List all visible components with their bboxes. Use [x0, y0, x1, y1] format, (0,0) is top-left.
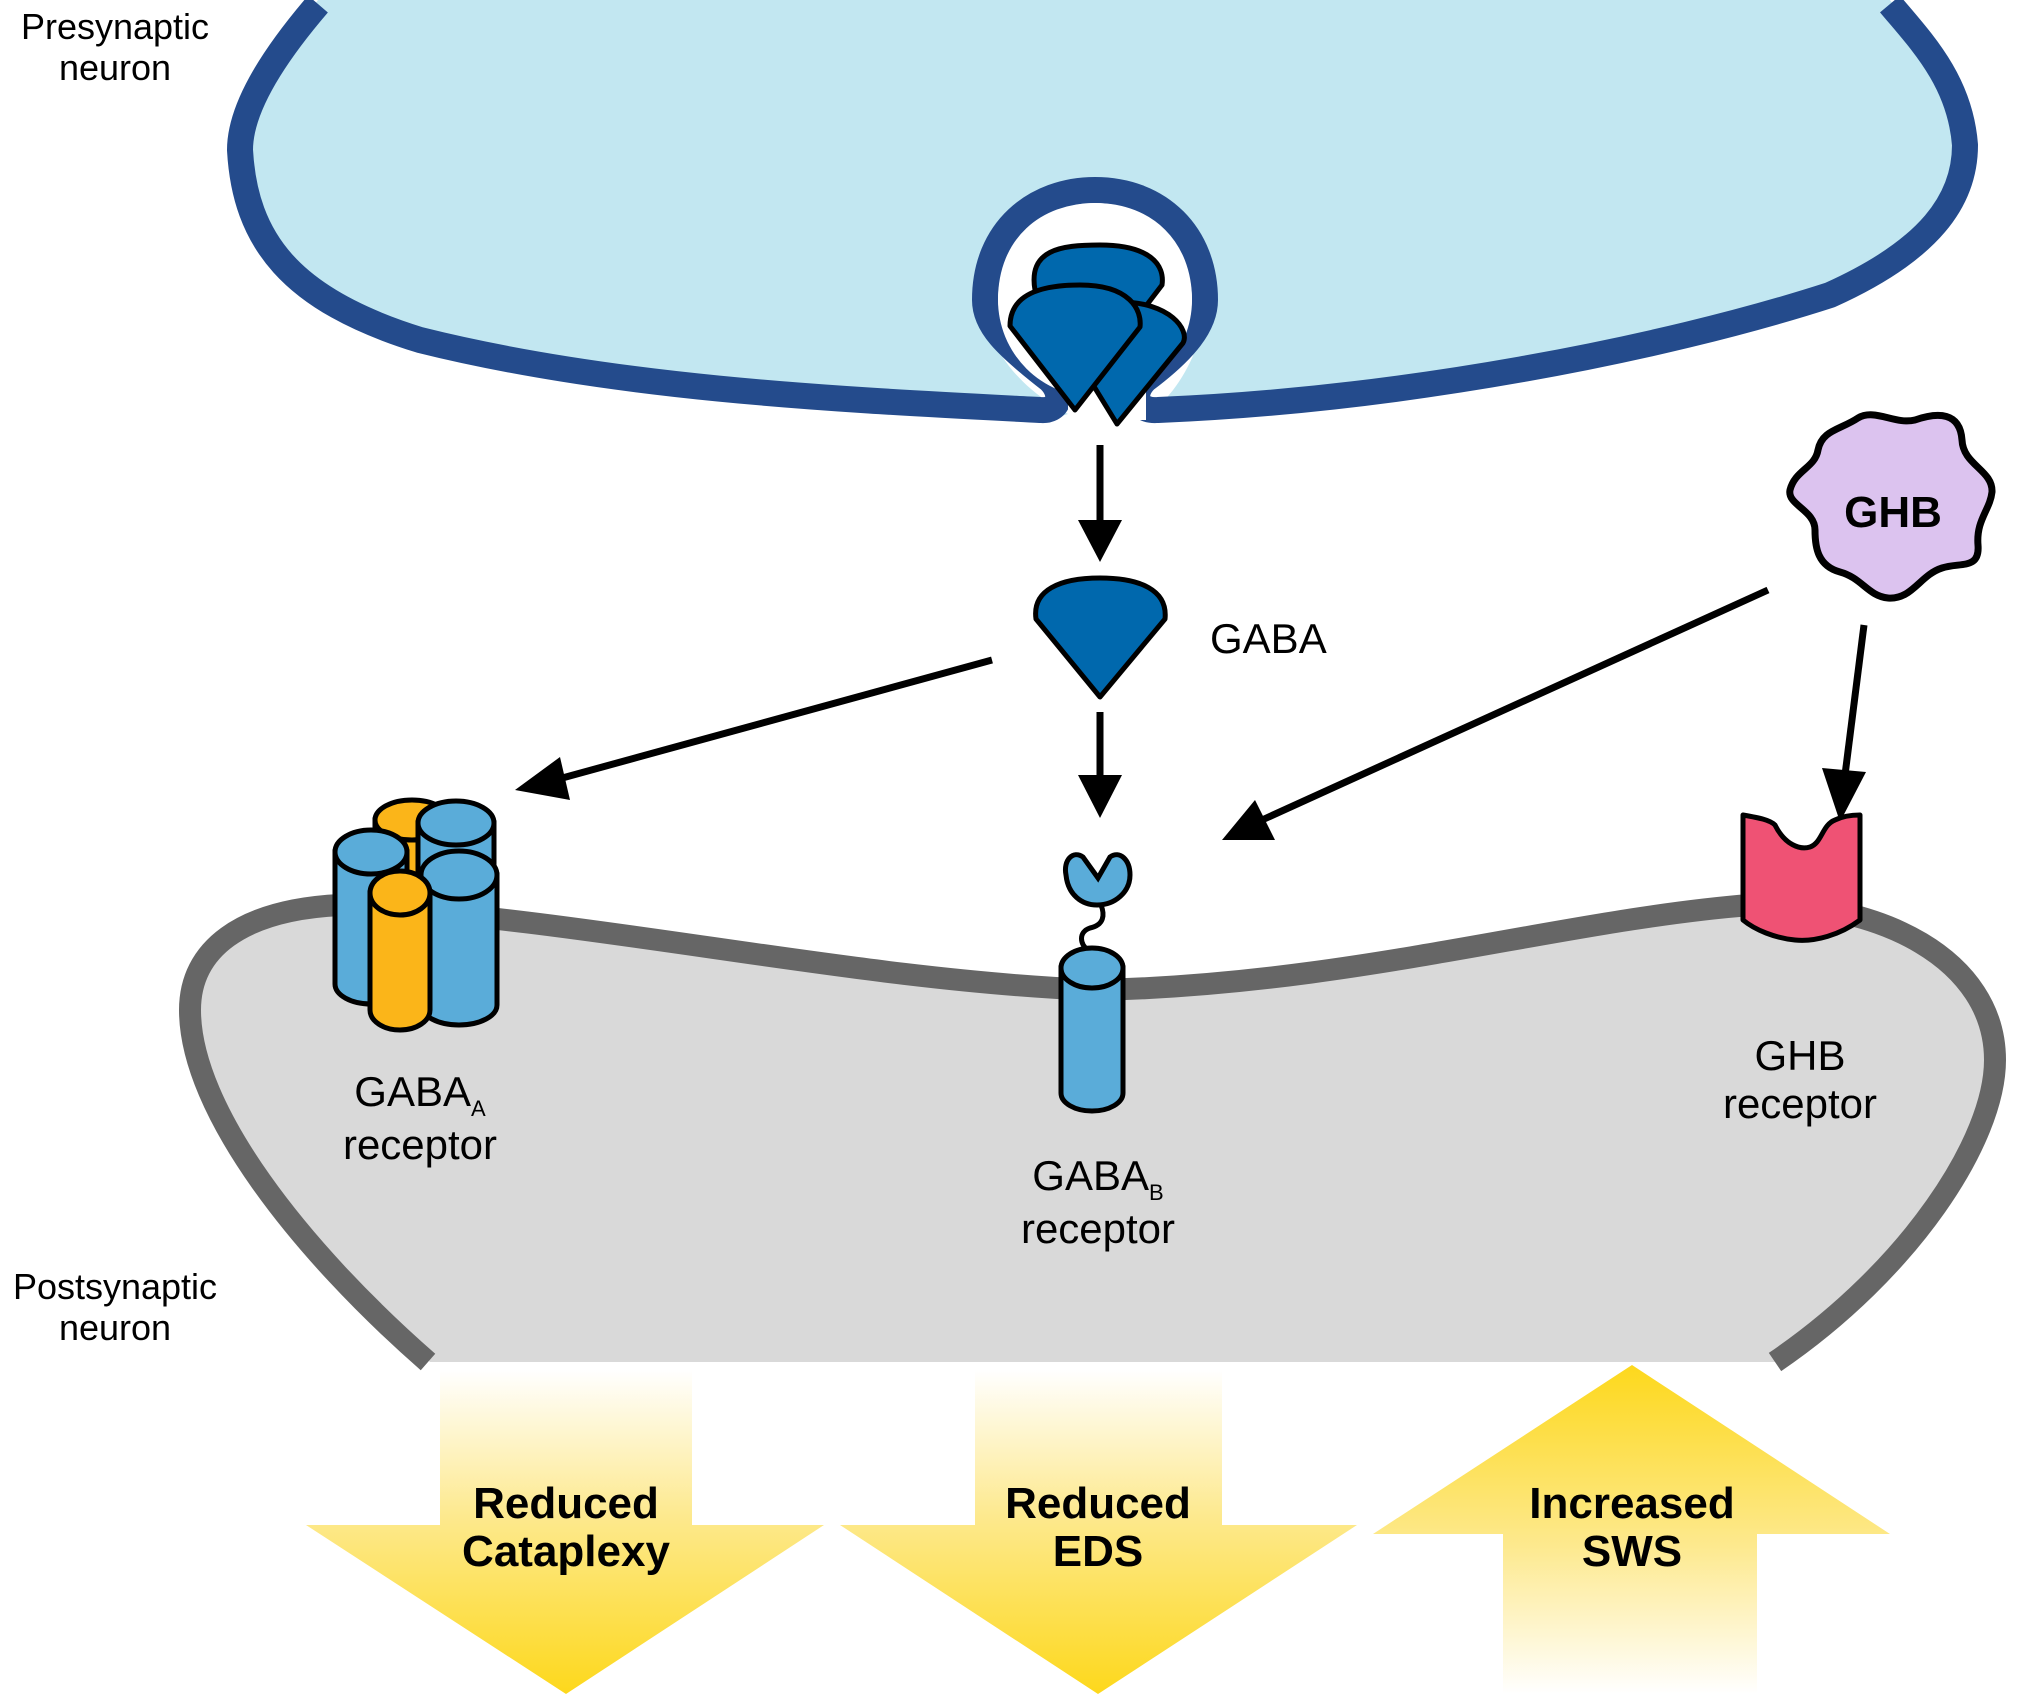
gabaa-name: GABA: [354, 1068, 472, 1115]
gaba-label: GABA: [1210, 615, 1327, 662]
effect-cataplexy-line1: Reduced: [473, 1479, 659, 1528]
gabab-receptor: [1058, 852, 1133, 1114]
ghb-receptor: [1740, 812, 1863, 943]
gabab-name: GABA: [1032, 1152, 1150, 1199]
arrow-gaba-to-gabaa: [515, 656, 993, 800]
postsynaptic-label-line1: Postsynaptic: [12, 1266, 218, 1307]
postsynaptic-label: Postsynaptic neuron: [0, 1266, 230, 1349]
arrow-ghb-to-ghb-receptor: [1822, 624, 1868, 822]
arrow-vesicle-to-gaba: [1078, 445, 1122, 562]
gabaa-subscript: A: [471, 1096, 486, 1121]
presynaptic-label-line1: Presynaptic: [20, 6, 210, 47]
effect-arrow-eds: [840, 1370, 1357, 1694]
arrow-ghb-to-gabab: [1222, 586, 1770, 840]
gabaa-receptor-label: GABAA receptor: [260, 1068, 580, 1170]
effect-eds-line2: EDS: [1052, 1527, 1144, 1577]
gabab-receptor-label: GABAB receptor: [938, 1152, 1258, 1254]
presynaptic-neuron: [227, 0, 1978, 427]
effect-arrow-sws: [1373, 1365, 1890, 1694]
gabaa-subunit-front-orange: [367, 868, 433, 1033]
presynaptic-label-line2: neuron: [58, 47, 172, 89]
ghb-receptor-line1: GHB: [1754, 1032, 1846, 1079]
postsynaptic-cytoplasm: [190, 904, 1995, 1362]
gabab-transmembrane: [1058, 965, 1126, 1114]
effect-eds-line1: Reduced: [1005, 1479, 1191, 1528]
effect-sws-line2: SWS: [1581, 1527, 1683, 1577]
ghb-molecule: [1786, 411, 1996, 602]
effect-cataplexy-line2: Cataplexy: [462, 1527, 670, 1577]
vesicle-gaba-molecules: [1007, 242, 1187, 427]
effect-label-eds: Reduced EDS: [938, 1479, 1258, 1577]
postsynaptic-label-line2: neuron: [58, 1307, 172, 1349]
gabab-receptor-word: receptor: [1020, 1205, 1176, 1253]
arrow-gaba-to-gabab: [1078, 712, 1122, 818]
ghb-receptor-label: GHB receptor: [1640, 1032, 1960, 1129]
presynaptic-label: Presynaptic neuron: [0, 6, 230, 89]
ghb-label: GHB: [1844, 488, 1942, 537]
effect-label-cataplexy: Reduced Cataplexy: [406, 1479, 726, 1577]
gaba-molecule: [1033, 575, 1168, 700]
arrows: [515, 445, 1868, 840]
presynaptic-membrane: [227, 0, 1978, 424]
gabaa-receptor: [332, 797, 500, 1033]
effect-label-sws: Increased SWS: [1472, 1479, 1792, 1577]
gabab-subscript: B: [1149, 1180, 1164, 1205]
presynaptic-cytoplasm: [240, 0, 1965, 418]
gabab-binding-domain: [1062, 852, 1133, 908]
ghb-blob: [1786, 411, 1996, 602]
effect-arrow-cataplexy: [306, 1370, 824, 1694]
gabaa-receptor-word: receptor: [342, 1121, 498, 1169]
gaba-molecule-front: [1007, 282, 1143, 413]
effect-sws-line1: Increased: [1529, 1479, 1735, 1528]
ghb-receptor-line2: receptor: [1722, 1080, 1878, 1128]
